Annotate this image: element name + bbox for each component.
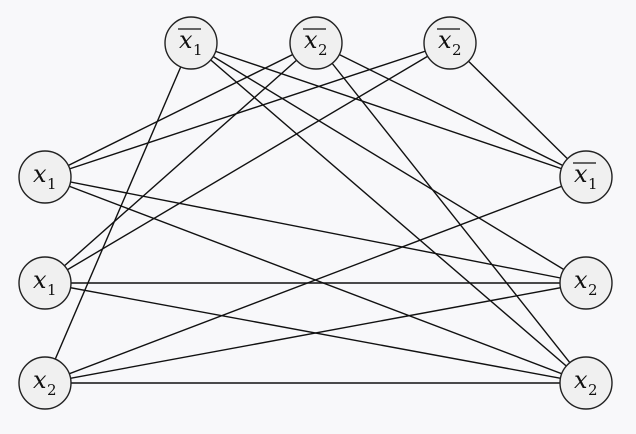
node-label-var: x <box>33 366 47 394</box>
edge-l2-t2 <box>44 42 317 284</box>
node-circle <box>559 356 613 410</box>
edges-layer <box>44 42 587 384</box>
node-label-var: x <box>33 266 47 294</box>
edge-l3-r2 <box>44 282 587 384</box>
node-circle <box>18 356 72 410</box>
node-label-subscript: 1 <box>193 41 203 59</box>
node-label-subscript: 2 <box>452 41 462 59</box>
node-circle <box>559 256 613 310</box>
edge-l2-t3 <box>44 42 451 284</box>
node-label-var: x <box>574 366 588 394</box>
node-label-subscript: 2 <box>588 381 598 399</box>
node-label-subscript: 2 <box>47 381 57 399</box>
node-circle <box>18 256 72 310</box>
node-circle <box>423 16 477 70</box>
edge-l3-t1 <box>44 42 192 384</box>
node-label-subscript: 2 <box>318 41 328 59</box>
node-circle <box>559 150 613 204</box>
node-label-subscript: 1 <box>47 281 57 299</box>
node-label-var: x <box>574 160 588 188</box>
edge-l1-t3 <box>44 42 451 178</box>
edge-t2-r1 <box>315 42 587 178</box>
node-circle <box>164 16 218 70</box>
node-label-var: x <box>179 26 193 54</box>
edge-t2-r3 <box>315 42 587 384</box>
edge-t1-r1 <box>190 42 587 178</box>
edge-t1-r3 <box>190 42 587 384</box>
edge-l1-r2 <box>44 176 587 284</box>
edge-t3-r1 <box>449 42 587 178</box>
node-label-subscript: 2 <box>588 281 598 299</box>
node-label-var: x <box>33 160 47 188</box>
node-label-var: x <box>304 26 318 54</box>
edge-l1-t2 <box>44 42 317 178</box>
node-label-subscript: 1 <box>588 175 598 193</box>
node-label-var: x <box>574 266 588 294</box>
node-label-var: x <box>438 26 452 54</box>
node-label-subscript: 1 <box>47 175 57 193</box>
node-circle <box>289 16 343 70</box>
edge-l3-r1 <box>44 176 587 384</box>
node-circle <box>18 150 72 204</box>
edge-t1-r2 <box>190 42 587 284</box>
